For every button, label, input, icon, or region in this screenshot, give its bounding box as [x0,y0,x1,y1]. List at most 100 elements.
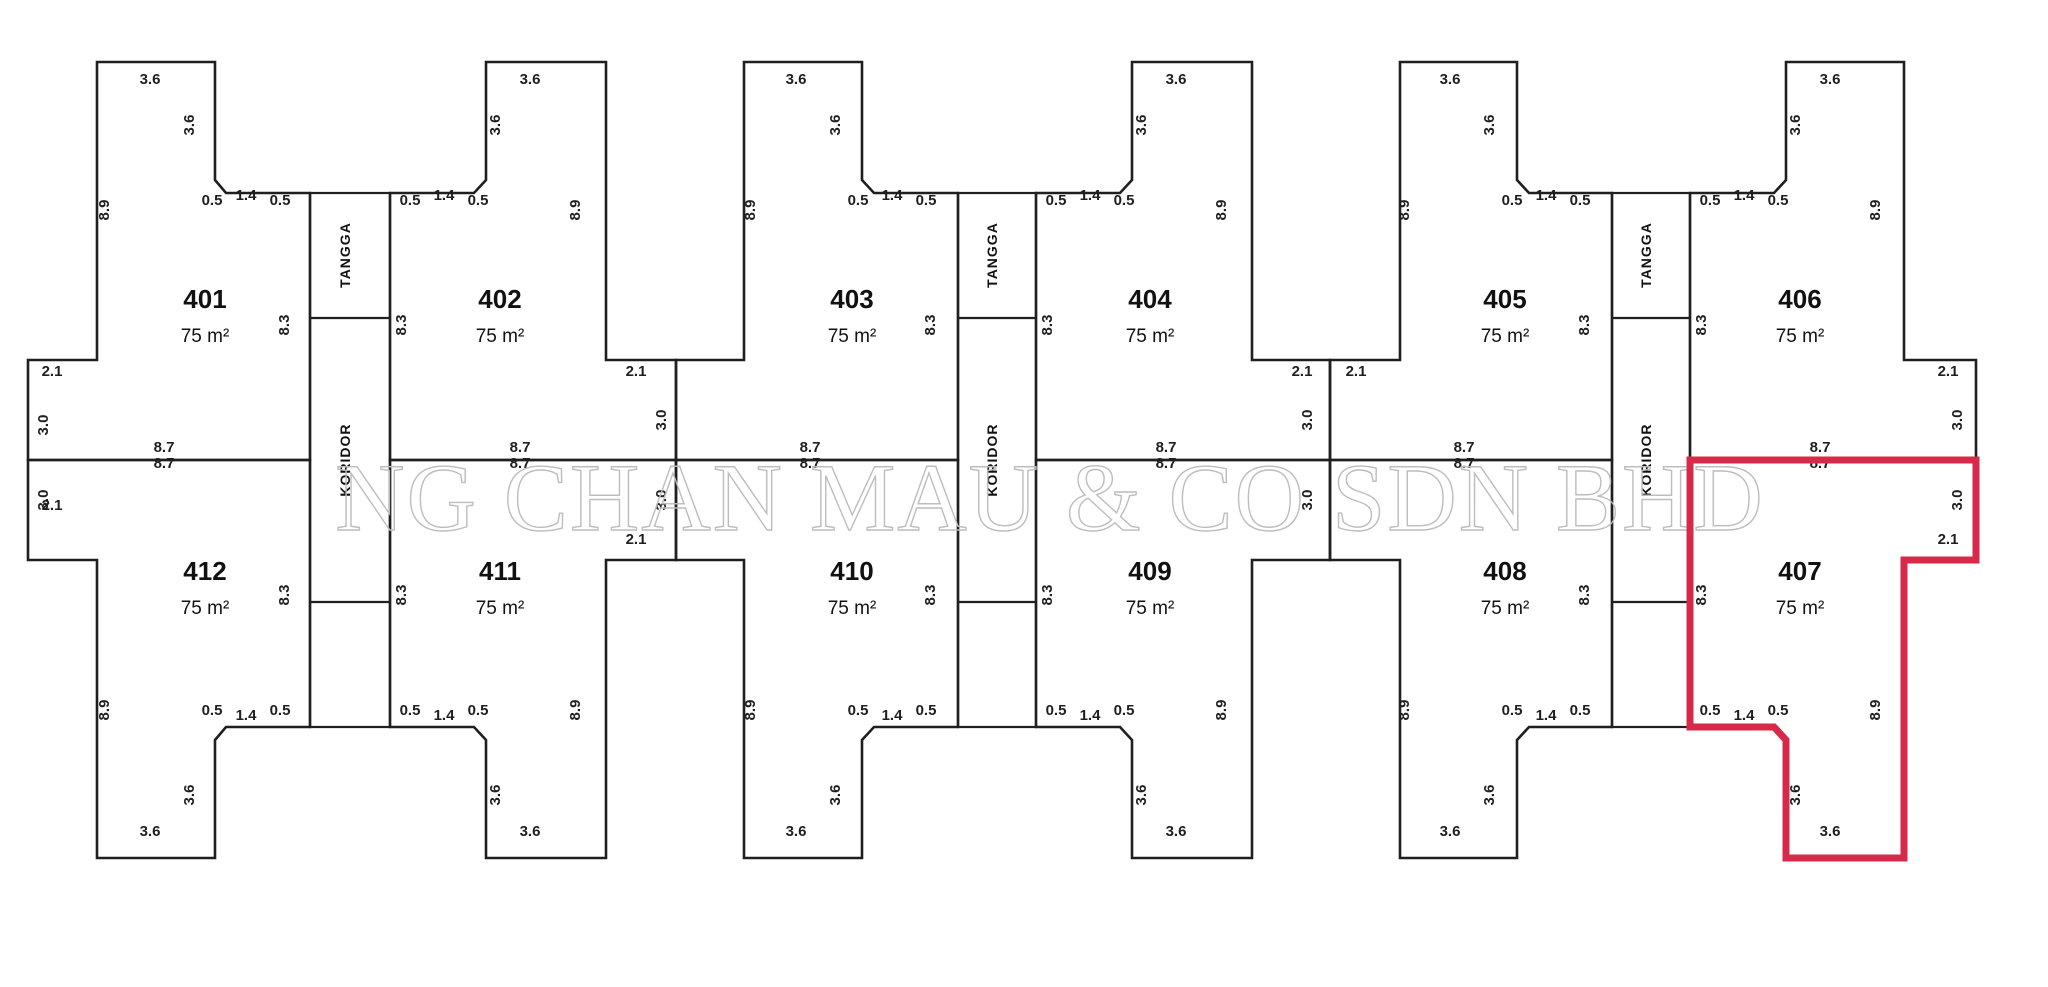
dim-width: 3.6 [520,823,541,840]
dim-height: 8.3 [276,315,293,336]
dim-width: 3.6 [1820,71,1841,88]
dim-notch: 1.4 [236,707,258,724]
dim-width: 8.7 [800,439,821,456]
dim-height: 8.9 [1867,200,1884,221]
dim-notch: 0.5 [1114,702,1135,719]
dim-notch: 1.4 [1080,707,1102,724]
dim-wing: 2.1 [1346,363,1367,380]
dim-notch: 0.5 [1502,192,1523,209]
unit-number-406: 406 [1778,284,1821,314]
unit-number-402: 402 [478,284,521,314]
unit-406-outline [1688,60,1978,462]
dim-wing: 3.0 [1949,490,1966,511]
dim-height: 8.3 [1576,585,1593,606]
dim-notch: 0.5 [202,702,223,719]
dim-height: 8.9 [1396,200,1413,221]
unit-412-outline [26,458,312,860]
dim-notch: 0.5 [1046,192,1067,209]
unit-area-410: 75 m² [828,598,877,619]
dim-width: 8.7 [800,455,821,472]
dim-width: 3.6 [1440,823,1461,840]
stair-label: TANGGA [337,222,353,288]
dim-wing: 3.0 [1299,490,1316,511]
unit-area-408: 75 m² [1481,598,1530,619]
dim-notch: 0.5 [270,192,291,209]
dim-notch: 0.5 [202,192,223,209]
dim-notch: 0.5 [400,192,421,209]
dim-width: 3.6 [786,71,807,88]
dim-height: 3.6 [1481,785,1498,806]
dim-notch: 0.5 [270,702,291,719]
unit-number-407: 407 [1778,556,1821,586]
unit-number-404: 404 [1128,284,1172,314]
dim-width: 3.6 [1166,71,1187,88]
dim-notch: 0.5 [468,702,489,719]
dim-wing: 3.0 [35,415,52,436]
unit-number-410: 410 [830,556,873,586]
dim-wing: 3.0 [1949,410,1966,431]
dim-height: 8.3 [1693,315,1710,336]
dim-height: 8.9 [567,700,584,721]
dim-height: 3.6 [181,115,198,136]
unit-area-402: 75 m² [476,326,525,347]
dim-width: 3.6 [1440,71,1461,88]
dim-height: 3.6 [827,785,844,806]
dim-notch: 0.5 [916,192,937,209]
stair-label: TANGGA [1638,222,1654,288]
dim-wing: 3.0 [35,490,52,511]
unit-area-401: 75 m² [181,326,230,347]
unit-number-401: 401 [183,284,226,314]
dim-height: 8.3 [1039,585,1056,606]
stair-label: TANGGA [984,222,1000,288]
dim-height: 8.9 [1867,700,1884,721]
corridor-label: KORIDOR [1638,423,1654,496]
dim-notch: 0.5 [1700,702,1721,719]
dim-height: 8.3 [393,585,410,606]
dim-notch: 0.5 [1700,192,1721,209]
dim-notch: 1.4 [434,707,456,724]
dim-notch: 1.4 [1536,707,1558,724]
unit-area-405: 75 m² [1481,326,1530,347]
dim-width: 8.7 [510,455,531,472]
dim-notch: 0.5 [1046,702,1067,719]
unit-402-outline [388,60,678,462]
dim-width: 8.7 [1156,439,1177,456]
watermark-text: NG CHAN MAU & CO SDN BHD [335,444,1764,551]
dim-wing: 3.0 [1299,410,1316,431]
dim-wing: 2.1 [626,531,647,548]
dim-notch: 1.4 [1536,187,1558,204]
dim-notch: 0.5 [1114,192,1135,209]
dim-wing: 2.1 [42,363,63,380]
dim-wing: 2.1 [1292,363,1313,380]
dim-height: 3.6 [1481,115,1498,136]
unit-number-411: 411 [479,556,521,586]
dim-notch: 0.5 [1768,192,1789,209]
dim-height: 8.9 [742,700,759,721]
dim-notch: 0.5 [916,702,937,719]
dim-height: 8.9 [567,200,584,221]
dim-height: 8.9 [1396,700,1413,721]
dim-notch: 1.4 [1734,707,1756,724]
unit-409-outline [1034,458,1332,860]
dim-height: 3.6 [1133,785,1150,806]
dim-height: 8.3 [1693,585,1710,606]
unit-number-409: 409 [1128,556,1171,586]
dim-height: 8.3 [922,585,939,606]
dim-height: 8.3 [393,315,410,336]
dim-width: 3.6 [786,823,807,840]
unit-number-405: 405 [1483,284,1526,314]
dimension-labels: 3.6 3.6 8.9 0.5 1.4 0.5 8.3 8.7 3.6 3.6 8.9 0.5 1.4 0… [35,71,1966,840]
corridor-shaft-1 [308,191,392,729]
dim-notch: 0.5 [468,192,489,209]
dim-height: 3.6 [1787,785,1804,806]
dim-height: 3.6 [1787,115,1804,136]
dim-notch: 1.4 [882,707,904,724]
unit-area-406: 75 m² [1776,326,1825,347]
dim-wing: 2.1 [1938,531,1959,548]
dim-height: 8.9 [96,200,113,221]
unit-408-outline [1328,458,1614,860]
dim-height: 3.6 [487,785,504,806]
unit-area-412: 75 m² [181,598,230,619]
